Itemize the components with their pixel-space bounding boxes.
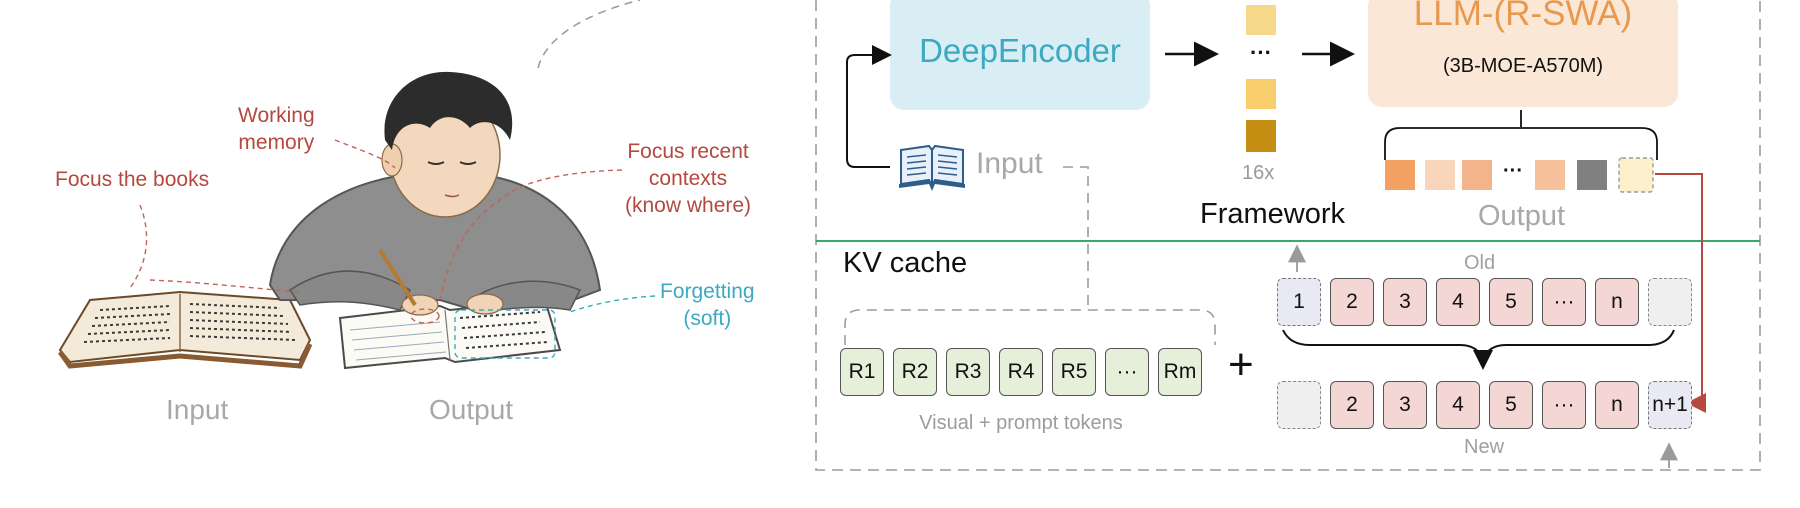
output-token-5: [1577, 160, 1607, 190]
visual-token: R3: [946, 348, 990, 396]
output-token-2: [1425, 160, 1455, 190]
output-token-1: [1385, 160, 1415, 190]
llm-subtitle: (3B-MOE-A570M): [1442, 55, 1604, 77]
token-dots: ···: [1250, 40, 1272, 65]
book-icon: [897, 140, 967, 192]
new-token-empty: [1277, 381, 1321, 429]
visual-tokens-brace: [844, 309, 1216, 345]
deepencoder-box: [890, 0, 1150, 110]
old-token: 1: [1277, 278, 1321, 326]
new-token: 4: [1436, 381, 1480, 429]
old-token-empty: [1648, 278, 1692, 326]
token-strip-3: [1246, 120, 1276, 152]
llm-box: [1368, 0, 1678, 107]
new-token: 5: [1489, 381, 1533, 429]
framework-border: [815, 0, 1761, 471]
visual-token: R5: [1052, 348, 1096, 396]
label-working-memory: Working memory: [238, 104, 315, 154]
label-forgetting: Forgetting (soft): [660, 280, 755, 330]
old-token: 4: [1436, 278, 1480, 326]
old-token: 5: [1489, 278, 1533, 326]
boy-illustration: [57, 0, 656, 370]
new-token-latest: n+1: [1648, 381, 1692, 429]
visual-token: R4: [999, 348, 1043, 396]
llm-output-brace: [1384, 127, 1658, 160]
label-left-output: Output: [429, 394, 514, 425]
old-label: Old: [1464, 252, 1496, 274]
token-strip-1: [1246, 5, 1276, 35]
kv-cache-title: KV cache: [843, 247, 968, 279]
visual-token: R2: [893, 348, 937, 396]
deepencoder-label: DeepEncoder: [919, 32, 1121, 69]
input-to-visual-line: [1063, 166, 1089, 305]
old-token: 3: [1383, 278, 1427, 326]
framework-input-label: Input: [976, 147, 1043, 180]
framework-output-label: Output: [1478, 200, 1566, 232]
label-focus-recent: Focus recent contexts (know where): [625, 140, 752, 217]
output-token-4: [1535, 160, 1565, 190]
new-token: 2: [1330, 381, 1374, 429]
output-dots: ···: [1503, 160, 1523, 182]
new-label: New: [1464, 436, 1505, 458]
compression-ratio: 16x: [1242, 162, 1275, 184]
token-strip-2: [1246, 79, 1276, 109]
old-token: 2: [1330, 278, 1374, 326]
input-loop-arrow: [846, 45, 892, 168]
label-focus-books: Focus the books: [55, 168, 210, 191]
new-token: ···: [1542, 381, 1586, 429]
visual-token: Rm: [1158, 348, 1202, 396]
output-token-3: [1462, 160, 1492, 190]
label-left-input: Input: [166, 394, 229, 425]
red-feedback-line: [1655, 173, 1703, 403]
visual-token: R1: [840, 348, 884, 396]
old-token: ···: [1542, 278, 1586, 326]
llm-title: LLM-(R-SWA): [1413, 0, 1633, 33]
plus-sign: +: [1228, 340, 1254, 389]
framework-label: Framework: [1200, 198, 1346, 230]
old-new-brace: [1282, 329, 1675, 364]
visual-token: ···: [1105, 348, 1149, 396]
output-token-new: [1618, 157, 1654, 193]
old-token: n: [1595, 278, 1639, 326]
new-token: 3: [1383, 381, 1427, 429]
visual-caption: Visual + prompt tokens: [919, 412, 1123, 434]
new-token: n: [1595, 381, 1639, 429]
